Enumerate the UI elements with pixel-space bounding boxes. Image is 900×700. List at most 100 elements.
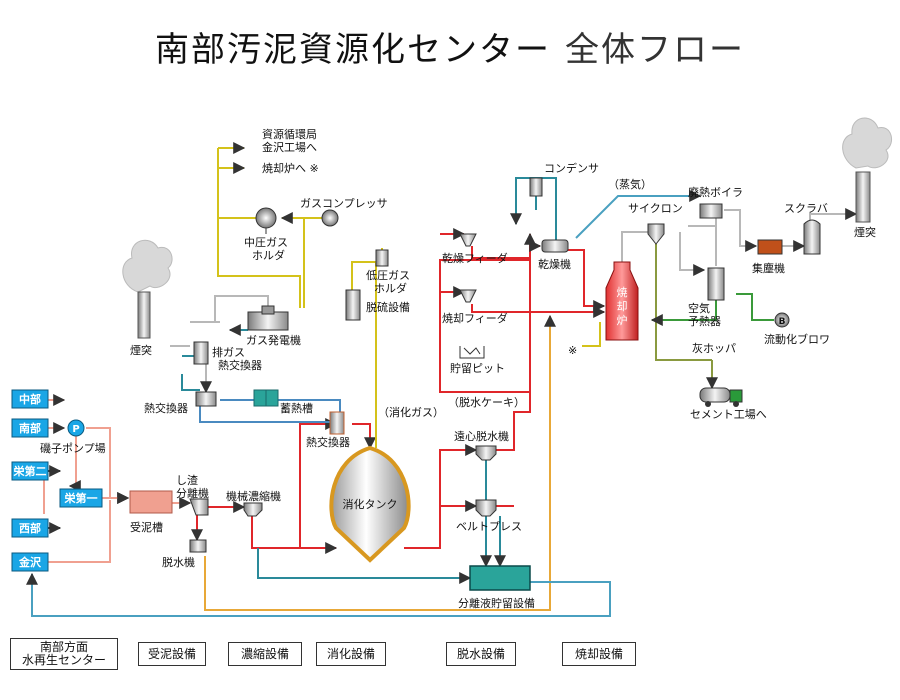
receiving-tank-label: 受泥槽	[130, 521, 163, 534]
scrubber-label: スクラバ	[784, 202, 828, 215]
gas-generator-label: ガス発電機	[246, 333, 301, 347]
mid-gas-holder-label-2: ホルダ	[252, 248, 285, 262]
air-preheater-icon	[707, 267, 725, 301]
source-nanbu: 南部	[19, 421, 41, 435]
pump-symbol: P	[72, 424, 79, 435]
left-heat-exchanger-icon	[195, 391, 217, 407]
legend-nanbu-2: 水再生センター	[21, 653, 106, 667]
legend-nanbu: 南部方面水再生センター	[10, 638, 118, 670]
dryer-feeder-icon	[459, 233, 477, 247]
source-sakae2: 栄第二	[13, 464, 47, 478]
incinerator-label-1: 焼	[617, 286, 628, 299]
gas-generator-icon	[247, 305, 289, 331]
dryer-feeder-label: 乾燥フィーダ	[442, 251, 508, 265]
source-chubu: 中部	[19, 392, 41, 406]
cement-truck-icon	[699, 387, 743, 407]
pump-icon	[67, 419, 85, 437]
digester-gas-label: （消化ガス）	[378, 405, 444, 419]
incinerator-label-3: 炉	[617, 314, 628, 327]
right-chimney-label: 煙突	[854, 225, 876, 239]
legend-receiving: 受泥設備	[138, 642, 206, 666]
incin-feeder-label: 焼却フィーダ	[442, 311, 508, 325]
blower-icon	[774, 312, 790, 328]
digestion-tank	[329, 445, 411, 563]
to-resource-label-1: 資源循環局	[262, 127, 317, 141]
to-incinerator-label: 焼却炉へ ※	[262, 162, 319, 175]
belt-press-icon	[475, 499, 497, 517]
desulfurizer-icon	[345, 289, 361, 321]
source-boxes: 中部 南部 栄第二 栄第一 西部 金沢	[11, 389, 103, 572]
left-chimney-icon	[122, 239, 173, 339]
mid-heat-exchanger-icon	[329, 411, 345, 435]
left-heat-exchanger-label: 熱交換器	[144, 401, 188, 415]
incinerator-label-2: 却	[617, 300, 628, 313]
mid-heat-exchanger-label: 熱交換器	[306, 435, 350, 449]
screen-separator-label-1: し渣	[176, 473, 198, 487]
storage-pit-label: 貯留ピット	[450, 362, 505, 375]
small-dewater-label: 脱水機	[162, 555, 195, 569]
dust-collector-label: 集塵機	[752, 261, 785, 275]
pipes-source	[35, 394, 246, 563]
legend-nanbu-1: 南部方面	[39, 640, 88, 654]
title-main: 南部汚泥資源化センター	[155, 30, 551, 70]
steam-label: （蒸気）	[608, 177, 652, 191]
exhaust-hx-icon	[193, 341, 209, 365]
air-preheater-label-1: 空気	[688, 301, 710, 315]
storage-tank	[469, 565, 531, 591]
low-gas-holder-label-1: 低圧ガス	[366, 269, 410, 282]
screen-separator-label-2: 分離機	[176, 486, 209, 500]
mid-gas-holder-label-1: 中圧ガス	[244, 236, 288, 249]
mech-thickener-label: 機械濃縮機	[226, 489, 281, 503]
right-chimney-icon	[842, 117, 893, 223]
to-resource-label-2: 金沢工場へ	[262, 140, 317, 154]
gas-compressor-label: ガスコンプレッサ	[300, 197, 388, 210]
small-dewater-icon	[189, 539, 207, 553]
dust-collector-icon	[757, 239, 783, 255]
mech-thickener-icon	[243, 502, 263, 517]
fluid-blower-label: 流動化ブロワ	[764, 332, 830, 346]
ash-hopper-label: 灰ホッパ	[692, 341, 736, 355]
pipes-heat	[170, 295, 341, 423]
legend-dewatering: 脱水設備	[446, 642, 516, 666]
condenser-label: コンデンサ	[544, 161, 599, 175]
belt-press-label: ベルトプレス	[456, 520, 522, 533]
note-mark: ※	[568, 344, 577, 357]
blower-symbol: B	[779, 317, 786, 327]
source-kanazawa: 金沢	[18, 555, 42, 569]
cyclone-icon	[647, 223, 665, 245]
scrubber-icon	[803, 219, 821, 255]
legend-digestion: 消化設備	[316, 642, 386, 666]
pipes-filtrate	[26, 314, 611, 617]
screen-separator-icon	[189, 498, 209, 516]
to-cement-label: セメント工場へ	[690, 408, 767, 421]
legend-incineration: 焼却設備	[562, 642, 636, 666]
cyclone-label: サイクロン	[628, 202, 683, 215]
incinerator-icon	[605, 261, 639, 341]
centrifuge-label: 遠心脱水機	[454, 429, 509, 443]
legend-thickening: 濃縮設備	[228, 642, 302, 666]
left-chimney-label: 煙突	[130, 343, 152, 357]
pump-station-label: 磯子ポンプ場	[40, 442, 106, 455]
desulfurizer-label: 脱硫設備	[366, 300, 410, 314]
dryer-icon	[541, 239, 569, 253]
low-gas-holder-label-2: ホルダ	[374, 281, 407, 295]
pipes-sludge	[251, 228, 606, 554]
source-sakae1: 栄第一	[64, 491, 98, 505]
incin-feeder-icon	[459, 289, 477, 303]
receiving-tank	[129, 490, 173, 514]
air-preheater-label-2: 予熱器	[688, 315, 721, 328]
title-sub: 全体フロー	[565, 30, 745, 70]
dryer-label: 乾燥機	[538, 257, 571, 271]
exhaust-hx-label-2: 熱交換器	[218, 358, 262, 372]
gas-compressor-icon	[321, 209, 339, 227]
mid-gas-holder-icon	[255, 207, 277, 229]
digestion-tank-label: 消化タンク	[343, 497, 398, 511]
exhaust-hx-label-1: 排ガス	[212, 345, 245, 359]
low-gas-holder-icon	[375, 249, 389, 267]
storage-tank-label: 分離液貯留設備	[458, 596, 535, 610]
heat-storage-label: 蓄熱槽	[280, 402, 313, 415]
dewatered-cake-label: （脱水ケーキ）	[448, 395, 525, 409]
source-seibu: 西部	[19, 521, 41, 535]
condenser-icon	[529, 177, 543, 197]
